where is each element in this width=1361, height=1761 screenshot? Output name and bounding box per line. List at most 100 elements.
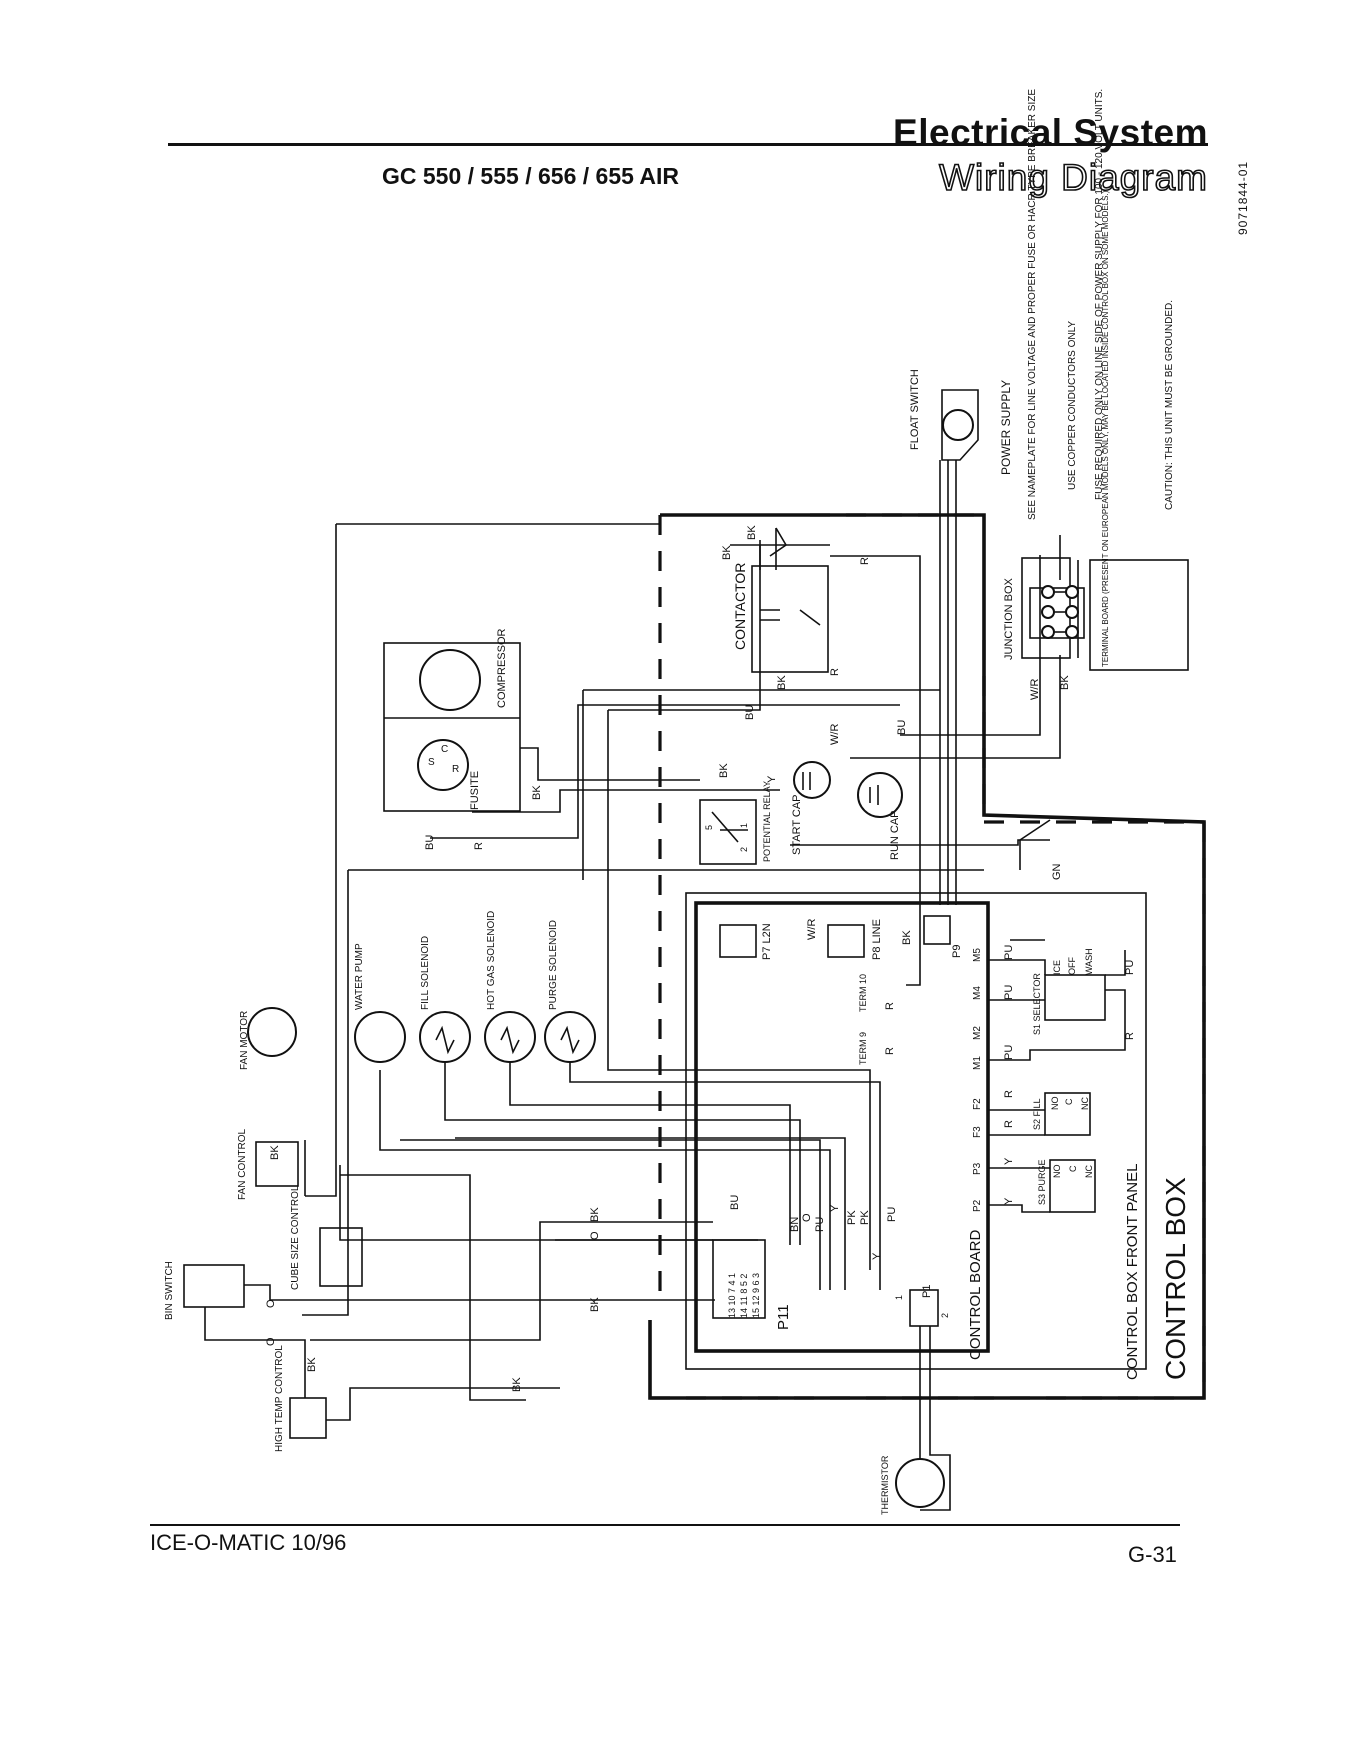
label-power-supply: POWER SUPPLY xyxy=(999,380,1013,475)
label-p11: P11 xyxy=(775,1304,792,1330)
label-p1: P1 xyxy=(921,1285,933,1298)
label-purge-solenoid: PURGE SOLENOID xyxy=(548,920,559,1010)
p9-connector xyxy=(923,915,951,945)
wire-o-1: O xyxy=(801,1213,813,1222)
wire-bk-12: BK xyxy=(511,1377,523,1392)
wire-r-4: R xyxy=(1003,1090,1015,1098)
label-term10: TERM 10 xyxy=(858,974,868,1012)
label-start-cap: START CAP xyxy=(791,794,803,855)
label-p1-1: 1 xyxy=(894,1295,904,1300)
wire-y-2: Y xyxy=(1003,1157,1015,1165)
wire-pu-1: PU xyxy=(1003,945,1015,960)
label-bin-switch: BIN SWITCH xyxy=(164,1261,175,1320)
label-hot-gas-solenoid: HOT GAS SOLENOID xyxy=(486,911,497,1010)
wiring xyxy=(204,523,1126,1511)
float-switch xyxy=(939,389,979,905)
header-rule xyxy=(168,143,1208,146)
wire-bk-5: BK xyxy=(531,785,543,800)
label-relay-1: 1 xyxy=(739,823,749,828)
label-note-3: FUSE REQUIRED ONLY ON LINE SIDE OF POWER… xyxy=(1094,89,1105,500)
fan-motor xyxy=(247,1007,297,1057)
label-s2-nc: NC xyxy=(1080,1097,1090,1110)
label-s3-nc: NC xyxy=(1084,1165,1094,1178)
front-panel-outline xyxy=(685,892,1147,1370)
p1-connector xyxy=(909,1289,939,1327)
label-wash: WASH xyxy=(1084,948,1094,975)
label-run-cap: RUN CAP xyxy=(889,810,901,860)
label-relay-2: 2 xyxy=(739,847,749,852)
wire-bk-10: BK xyxy=(269,1145,281,1160)
wire-r-6: R xyxy=(1124,1032,1136,1040)
compressor xyxy=(383,642,521,812)
wire-r-5: R xyxy=(1003,1120,1015,1128)
wire-bk-11: BK xyxy=(306,1357,318,1372)
fan-control-switch xyxy=(255,1141,299,1187)
label-p3: P3 xyxy=(972,1162,983,1175)
wire-bu-1: BU xyxy=(744,705,756,720)
label-s2-no: NO xyxy=(1050,1097,1060,1111)
label-s3-no: NO xyxy=(1052,1165,1062,1179)
wire-pu-6: PU xyxy=(886,1207,898,1222)
label-s2: S2 FILL xyxy=(1032,1098,1042,1130)
bin-switch xyxy=(183,1264,245,1308)
label-p2: P2 xyxy=(972,1199,983,1212)
label-s1: S1 SELECTOR xyxy=(1032,973,1042,1035)
junction-box xyxy=(1021,535,1189,671)
label-contactor: CONTACTOR xyxy=(732,563,748,650)
s2-fill-switch xyxy=(1044,1092,1091,1136)
footer-page-number: G-31 xyxy=(1128,1542,1177,1567)
p7-connector xyxy=(719,924,757,958)
label-terminal-board: TERMINAL BOARD (PRESENT ON EUROPEAN MODE… xyxy=(1101,190,1110,667)
label-m5: M5 xyxy=(972,948,983,962)
wire-pu-2: PU xyxy=(1003,985,1015,1000)
wire-r-8: R xyxy=(884,1047,896,1055)
wire-wr-1: W/R xyxy=(829,724,841,745)
wire-pk-1: PK xyxy=(846,1210,858,1225)
label-s3: S3 PURGE xyxy=(1037,1159,1047,1205)
label-fan-motor: FAN MOTOR xyxy=(239,1011,250,1070)
label-compressor: COMPRESSOR xyxy=(496,628,508,708)
label-caution: CAUTION: THIS UNIT MUST BE GROUNDED. xyxy=(1164,300,1175,510)
footer-rule xyxy=(150,1524,1180,1526)
wire-bu-4: BU xyxy=(729,1195,741,1210)
label-fusite-s: S xyxy=(428,757,435,768)
wire-pu-4: PU xyxy=(1124,960,1136,975)
label-p8: P8 LINE xyxy=(871,919,883,960)
label-control-box-front-panel: CONTROL BOX FRONT PANEL xyxy=(1124,1164,1141,1380)
label-cube-size-control: CUBE SIZE CONTROL xyxy=(290,1185,301,1290)
label-f2: F2 xyxy=(972,1098,983,1110)
label-relay-5: 5 xyxy=(704,825,714,830)
label-high-temp-control: HIGH TEMP CONTROL xyxy=(274,1345,285,1452)
wire-bk-3: BK xyxy=(776,675,788,690)
wire-r-2: R xyxy=(829,668,841,676)
run-cap xyxy=(857,772,903,818)
cube-size-control-switch xyxy=(319,1227,363,1287)
start-cap xyxy=(793,761,831,799)
wire-bk-4: BK xyxy=(718,763,730,778)
label-fusite-r: R xyxy=(452,764,459,775)
wire-gn: GN xyxy=(1051,863,1063,880)
label-note-2: USE COPPER CONDUCTORS ONLY xyxy=(1067,321,1078,490)
label-thermistor: THERMISTOR xyxy=(880,1455,890,1515)
label-p11-pins-a: 13 10 7 4 1 xyxy=(727,1273,737,1318)
section-subtitle: Wiring Diagram xyxy=(938,156,1208,199)
label-off: OFF xyxy=(1067,957,1077,975)
label-junction-box: JUNCTION BOX xyxy=(1003,577,1015,660)
wire-y-5: Y xyxy=(871,1252,883,1260)
label-water-pump: WATER PUMP xyxy=(354,943,365,1010)
wire-bk-7: BK xyxy=(901,930,913,945)
model-numbers: GC 550 / 555 / 656 / 655 AIR xyxy=(382,163,680,189)
wire-bk-2: BK xyxy=(746,525,758,540)
wire-o-3: O xyxy=(265,1299,277,1308)
wire-bk-6: BK xyxy=(1059,675,1071,690)
wire-wr-2: W/R xyxy=(1029,679,1041,700)
label-m1: M1 xyxy=(972,1056,983,1070)
wire-bu-2: BU xyxy=(896,720,908,735)
label-p9: P9 xyxy=(951,945,963,958)
label-m2: M2 xyxy=(972,1026,983,1040)
label-p7: P7 L2N xyxy=(761,923,773,960)
wire-bk-9: BK xyxy=(589,1297,601,1312)
control-board-outline xyxy=(694,901,990,1353)
label-s3-c: C xyxy=(1068,1165,1078,1172)
